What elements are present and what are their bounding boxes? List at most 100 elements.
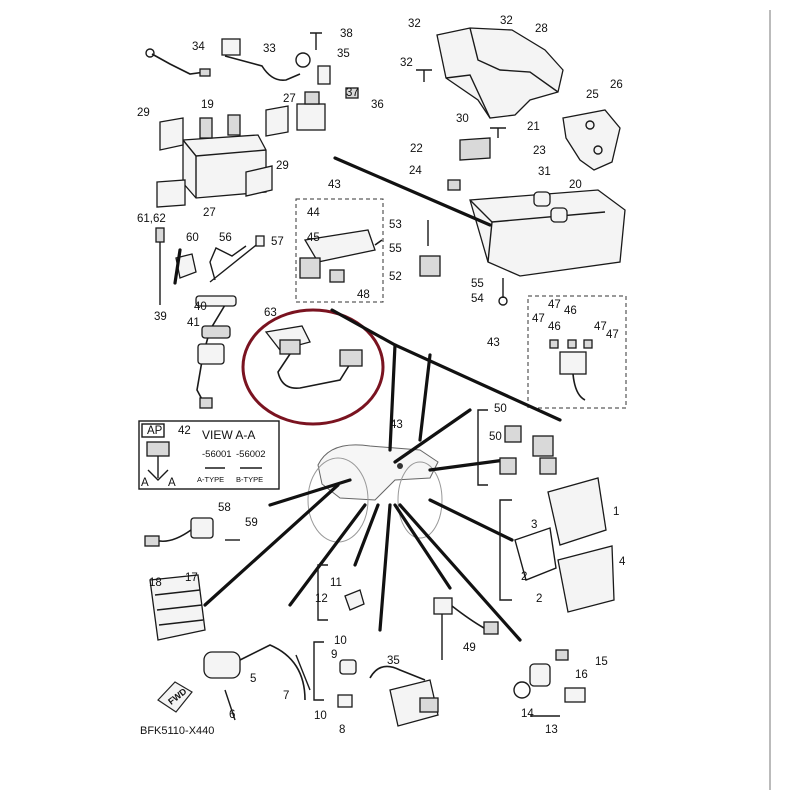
- callout-43-c: 43: [390, 419, 403, 431]
- callout-10-b: 10: [314, 710, 327, 722]
- callout-35: 35: [337, 48, 350, 60]
- callout-45: 45: [307, 232, 320, 244]
- callout-36: 36: [371, 99, 384, 111]
- callout-14: 14: [521, 708, 534, 720]
- callout-48: 48: [357, 289, 370, 301]
- callout-49: 49: [463, 642, 476, 654]
- callout-3: 3: [531, 519, 537, 531]
- callout-43-b: 43: [487, 337, 500, 349]
- callout-7: 7: [283, 690, 289, 702]
- callout-28: 28: [535, 23, 548, 35]
- callout-56: 56: [219, 232, 232, 244]
- bracket-assembly: [416, 27, 626, 306]
- harness-subgroup: [295, 198, 441, 303]
- highlighted-harness-63: [241, 308, 385, 426]
- callout-35-b: 35: [387, 655, 400, 667]
- callout-40: 40: [194, 301, 207, 313]
- callout-17: 17: [185, 572, 198, 584]
- callout-16: 16: [575, 669, 588, 681]
- callout-15: 15: [595, 656, 608, 668]
- callout-59: 59: [245, 517, 258, 529]
- view-type-label-a: A-TYPE: [197, 475, 224, 484]
- callout-47-d: 47: [606, 329, 619, 341]
- callout-27-b: 27: [203, 207, 216, 219]
- view-part-code-1: -56001: [202, 449, 232, 460]
- callout-23: 23: [533, 145, 546, 157]
- callout-24: 24: [409, 165, 422, 177]
- callout-58: 58: [218, 502, 231, 514]
- view-type-label-b: B-TYPE: [236, 475, 263, 484]
- callout-30: 30: [456, 113, 469, 125]
- callout-57: 57: [271, 236, 284, 248]
- callout-31: 31: [538, 166, 551, 178]
- callout-2-a: 2: [521, 571, 527, 583]
- callout-22: 22: [410, 143, 423, 155]
- view-part-code-2: -56002: [236, 449, 266, 460]
- callout-52: 52: [389, 271, 402, 283]
- switch-group: [155, 227, 265, 409]
- callout-46-b: 46: [548, 321, 561, 333]
- view-arrow-label-right: A: [168, 477, 176, 489]
- callout-8: 8: [339, 724, 345, 736]
- lower-left-group: [144, 517, 240, 641]
- callout-18: 18: [149, 577, 162, 589]
- callout-47-c: 47: [594, 321, 607, 333]
- callout-12: 12: [315, 593, 328, 605]
- callout-29-a: 29: [137, 107, 150, 119]
- group-lead-lines: [173, 156, 562, 642]
- view-title: VIEW A-A: [202, 428, 255, 442]
- callout-46-a: 46: [564, 305, 577, 317]
- callout-44: 44: [307, 207, 320, 219]
- motorcycle-outline: [307, 444, 443, 543]
- view-ref-number: 42: [178, 425, 191, 437]
- lower-center-group: [203, 564, 499, 727]
- callout-21: 21: [527, 121, 540, 133]
- view-arrow-label-left: A: [141, 477, 149, 489]
- callout-13: 13: [545, 724, 558, 736]
- callout-37: 37: [346, 87, 359, 99]
- battery-assembly: [145, 32, 359, 208]
- callout-29-b: 29: [276, 160, 289, 172]
- fwd-arrow: FWD: [157, 681, 193, 713]
- callout-20: 20: [569, 179, 582, 191]
- diagram-code: BFK5110-X440: [140, 725, 214, 737]
- ecu-group: [477, 409, 615, 613]
- callout-6: 6: [229, 709, 235, 721]
- callout-34: 34: [192, 41, 205, 53]
- callout-2-b: 2: [536, 593, 542, 605]
- callout-47-a: 47: [548, 299, 561, 311]
- callout-11: 11: [330, 577, 342, 589]
- callout-50-a: 50: [494, 403, 507, 415]
- highlight-circle: [241, 308, 385, 426]
- callout-61-62: 61,62: [137, 213, 166, 225]
- lower-right-group: [513, 649, 586, 717]
- callout-25: 25: [586, 89, 599, 101]
- callout-32-a: 32: [408, 18, 421, 30]
- callout-60: 60: [186, 232, 199, 244]
- callout-63: 63: [264, 307, 277, 319]
- callout-1: 1: [613, 506, 619, 518]
- callout-32-b: 32: [500, 15, 513, 27]
- callout-53: 53: [389, 219, 402, 231]
- callout-50-b: 50: [489, 431, 502, 443]
- callout-39: 39: [154, 311, 167, 323]
- callout-33: 33: [263, 43, 276, 55]
- connector-block: [527, 295, 627, 409]
- callout-9: 9: [331, 649, 337, 661]
- callout-43-a: 43: [328, 179, 341, 191]
- callout-41: 41: [187, 317, 200, 329]
- callout-38: 38: [340, 28, 353, 40]
- callout-5: 5: [250, 673, 256, 685]
- callout-10-a: 10: [334, 635, 347, 647]
- view-aa-box: AP 42 VIEW A-A -56001 -56002 A-TYPE B-TY…: [138, 420, 280, 490]
- callout-55-b: 55: [471, 278, 484, 290]
- callout-4: 4: [619, 556, 626, 568]
- callout-32-c: 32: [400, 57, 413, 69]
- callout-47-b: 47: [532, 313, 545, 325]
- callouts: 38 34 33 35 37 36 19 29 27 29 27 32 32 3…: [137, 15, 626, 736]
- callout-54: 54: [471, 293, 484, 305]
- callout-26: 26: [610, 79, 623, 91]
- callout-55-a: 55: [389, 243, 402, 255]
